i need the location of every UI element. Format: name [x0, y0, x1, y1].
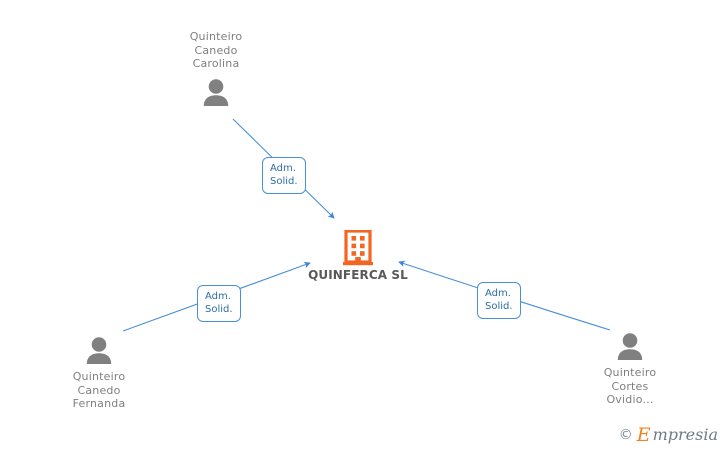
person-icon	[565, 332, 695, 360]
person-label: Quinteiro Canedo Carolina	[189, 30, 243, 70]
node-company-quinferca-sl[interactable]: QUINFERCA SL	[293, 230, 423, 282]
brand-initial: E	[636, 424, 651, 446]
node-person-quinteiro-canedo-carolina[interactable]: Quinteiro Canedo Carolina	[151, 30, 281, 106]
watermark-empresia: © E mpresia	[618, 424, 718, 446]
person-icon	[34, 336, 164, 364]
edge-label-fernanda[interactable]: Adm. Solid.	[197, 285, 241, 322]
node-person-quinteiro-canedo-fernanda[interactable]: Quinteiro Canedo Fernanda	[34, 336, 164, 411]
person-label: Quinteiro Canedo Fernanda	[72, 370, 126, 410]
edge-label-ovidio[interactable]: Adm. Solid.	[477, 282, 521, 319]
person-icon	[151, 78, 281, 106]
copyright-icon: ©	[618, 426, 633, 443]
building-icon	[293, 230, 423, 266]
edge-label-carolina[interactable]: Adm. Solid.	[262, 157, 306, 194]
company-label: QUINFERCA SL	[308, 268, 408, 282]
brand-name: mpresia	[652, 424, 718, 444]
person-label: Quinteiro Cortes Ovidio...	[603, 366, 657, 406]
node-person-quinteiro-cortes-ovidio[interactable]: Quinteiro Cortes Ovidio...	[565, 332, 695, 407]
